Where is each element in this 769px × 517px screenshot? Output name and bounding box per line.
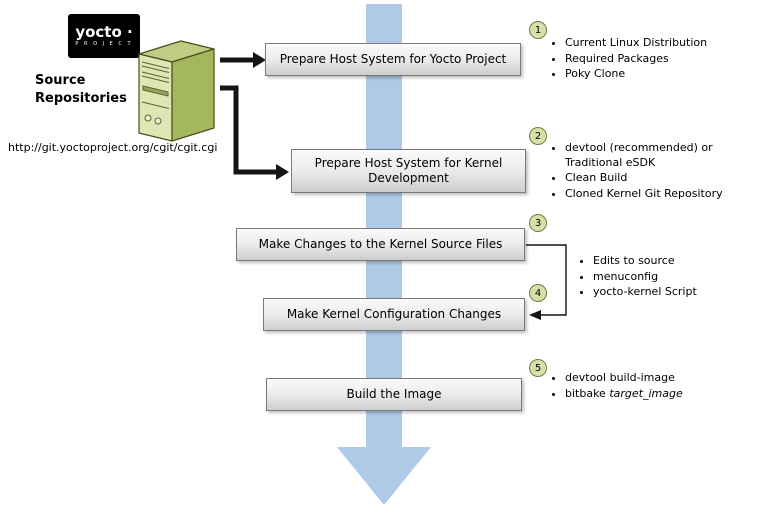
server-vents xyxy=(141,61,170,109)
note-item: devtool (recommended) or Traditional eSD… xyxy=(565,141,723,170)
note-item: bitbake target_image xyxy=(565,387,760,402)
server-to-step1-arrow xyxy=(220,52,266,68)
step-number-4: 4 xyxy=(529,284,547,302)
note-text: bitbake xyxy=(565,386,610,400)
server-buttons xyxy=(144,114,162,125)
step-box-make-config-changes: Make Kernel Configuration Changes xyxy=(263,298,525,331)
step-box-label: Make Changes to the Kernel Source Files xyxy=(258,237,503,251)
step5-notes: devtool build-image bitbake target_image xyxy=(552,371,760,402)
step-box-build-image: Build the Image xyxy=(266,378,522,411)
yocto-logo-text: yocto · xyxy=(75,23,133,41)
step1-notes: Current Linux Distribution Required Pack… xyxy=(552,36,769,83)
step-box-prepare-host-kernel: Prepare Host System for Kernel Developme… xyxy=(291,149,526,193)
step-number-1: 1 xyxy=(529,21,547,39)
step-box-label: Prepare Host System for Kernel Developme… xyxy=(314,156,503,185)
source-repositories-label: Source Repositories xyxy=(35,73,127,106)
note-item: Edits to source xyxy=(593,254,758,269)
step-box-label: Make Kernel Configuration Changes xyxy=(286,307,502,321)
note-item: devtool build-image xyxy=(565,371,760,386)
note-item: Current Linux Distribution xyxy=(565,36,769,51)
note-item: Poky Clone xyxy=(565,67,769,82)
server-icon xyxy=(138,40,215,142)
steps3-4-notes: Edits to source menuconfig yocto-kernel … xyxy=(580,254,758,301)
note-item: menuconfig xyxy=(593,270,758,285)
source-repositories-url: http://git.yoctoproject.org/cgit/cgit.cg… xyxy=(8,141,218,154)
step-number-5: 5 xyxy=(529,359,547,377)
step-box-make-source-changes: Make Changes to the Kernel Source Files xyxy=(236,228,525,261)
yocto-logo: yocto · P R O J E C T xyxy=(68,14,140,58)
step-number-2: 2 xyxy=(529,127,547,145)
step2-notes: devtool (recommended) or Traditional eSD… xyxy=(552,141,769,202)
note-item: yocto-kernel Script xyxy=(593,285,758,300)
note-text-italic: target_image xyxy=(609,386,683,400)
step-box-label: Build the Image xyxy=(346,387,442,401)
steps3-4-bracket xyxy=(526,244,567,320)
server-to-step2-arrow xyxy=(220,85,289,180)
step-box-prepare-host-yocto: Prepare Host System for Yocto Project xyxy=(265,43,521,76)
note-item: Required Packages xyxy=(565,52,769,67)
step-box-label: Prepare Host System for Yocto Project xyxy=(279,52,507,66)
note-item: Clean Build xyxy=(565,171,769,186)
note-item: Cloned Kernel Git Repository xyxy=(565,187,769,202)
yocto-logo-subtext: P R O J E C T xyxy=(75,41,133,47)
step-number-3: 3 xyxy=(529,214,547,232)
